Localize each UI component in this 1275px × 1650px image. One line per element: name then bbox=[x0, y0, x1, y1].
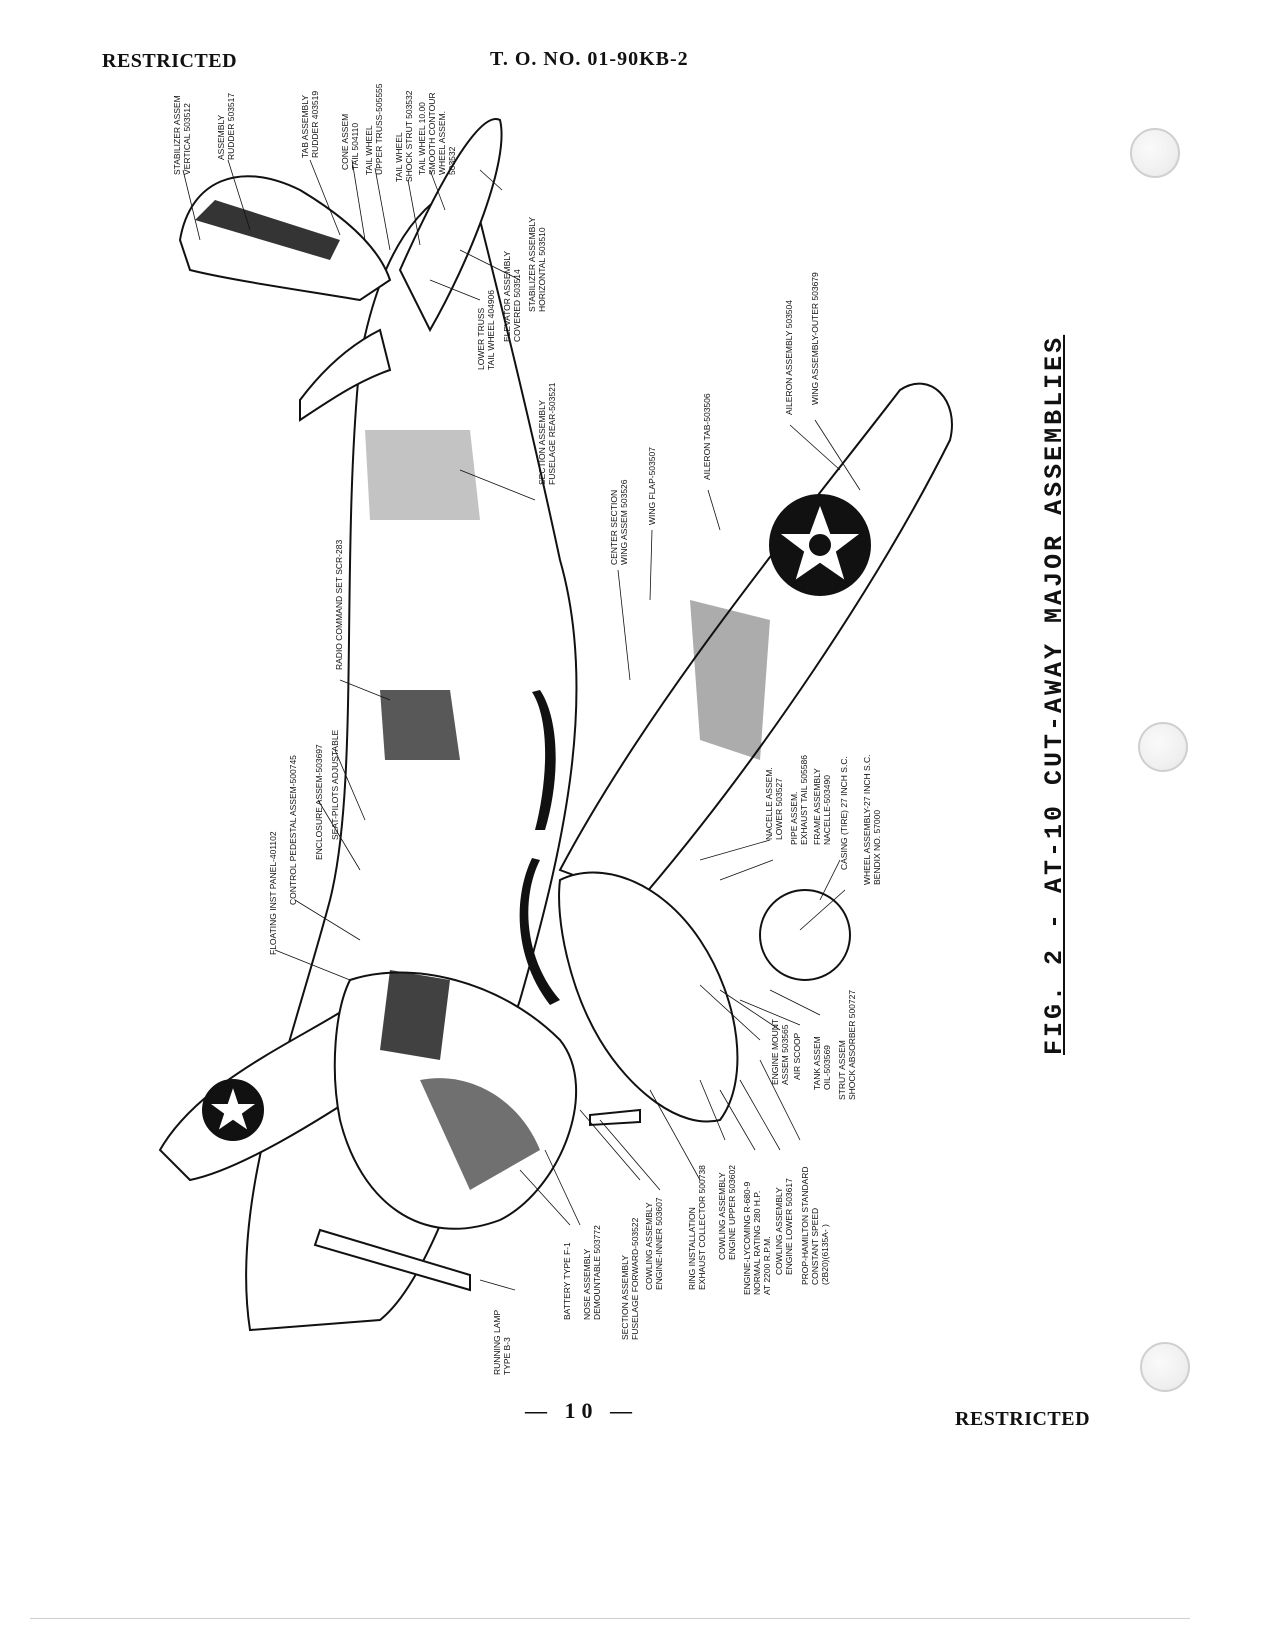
label-control-pedestal: CONTROL PEDESTAL ASSEM-500745 bbox=[288, 755, 298, 905]
horizontal-stabilizer bbox=[398, 118, 503, 333]
label-floating-inst-panel: FLOATING INST PANEL-401102 bbox=[268, 831, 278, 955]
label-tail-wheel-shock-strut: TAIL WHEELSHOCK STRUT 503532 bbox=[394, 90, 414, 182]
insignia-left-wing bbox=[202, 1079, 264, 1141]
scan-edge-line bbox=[30, 1618, 1190, 1619]
label-stabilizer-vertical: STABILIZER ASSEMVERTICAL 503512 bbox=[172, 95, 192, 175]
label-engine-mount: ENGINE MOUNTASSEM 503565 bbox=[770, 1019, 790, 1085]
label-center-section: CENTER SECTIONWING ASSEM 503526 bbox=[609, 479, 629, 565]
label-nose-assembly: NOSE ASSEMBLYDEMOUNTABLE 503772 bbox=[582, 1225, 602, 1320]
label-exhaust-tail-pipe: PIPE ASSEM.EXHAUST TAIL 505586 bbox=[789, 755, 809, 845]
label-aileron: AILERON ASSEMBLY 503504 bbox=[784, 300, 794, 415]
right-engine-nacelle bbox=[558, 871, 739, 1123]
label-fuselage-forward: SECTION ASSEMBLYFUSELAGE FORWARD-503522 bbox=[620, 1217, 640, 1340]
label-wing-outer: WING ASSEMBLY-OUTER 503679 bbox=[810, 272, 820, 405]
label-tank-oil: TANK ASSEMOIL-503569 bbox=[812, 1036, 832, 1090]
label-tail-cone: CONE ASSEMTAIL 504110 bbox=[340, 114, 360, 170]
main-wheel bbox=[759, 889, 851, 981]
binder-hole-top bbox=[1130, 128, 1180, 178]
horizontal-stabilizer-left bbox=[299, 328, 392, 422]
label-seat-pilots: SEAT-PILOTS ADJUSTABLE bbox=[330, 729, 340, 840]
label-tail-wheel-assem: TAIL WHEEL 10.00SMOOTH CONTOURWHEEL ASSE… bbox=[417, 93, 457, 175]
label-wheel-assembly: WHEEL ASSEMBLY-27 INCH S.C.BENDIX NO. 57… bbox=[862, 754, 882, 885]
binder-hole-bottom bbox=[1140, 1342, 1190, 1392]
label-fuselage-rear: SECTION ASSEMBLYFUSELAGE REAR-503521 bbox=[537, 382, 557, 485]
label-prop-hamilton: PROP-HAMILTON STANDARDCONSTANT SPEED(2B2… bbox=[800, 1166, 830, 1285]
page-number: — 10 — bbox=[525, 1398, 638, 1423]
label-radio-command-set: RADIO COMMAND SET SCR-283 bbox=[334, 540, 344, 670]
label-tail-wheel-upper-truss: TAIL WHEELUPPER TRUSS-505555 bbox=[364, 83, 384, 175]
label-elevator: ELEVATOR ASSEMBLYCOVERED 503514 bbox=[502, 251, 522, 342]
insignia-right-wing bbox=[769, 494, 871, 596]
label-battery: BATTERY TYPE F-1 bbox=[562, 1242, 572, 1320]
label-running-lamp: RUNNING LAMPTYPE B-3 bbox=[492, 1309, 512, 1375]
label-air-scoop: AIR SCOOP bbox=[792, 1032, 802, 1080]
label-stabilizer-horizontal: STABILIZER ASSEMBLYHORIZONTAL 503510 bbox=[527, 217, 547, 312]
label-lower-truss: LOWER TRUSSTAIL WHEEL 404906 bbox=[476, 290, 496, 370]
label-cowling-upper: COWLING ASSEMBLYENGINE UPPER 503602 bbox=[717, 1165, 737, 1260]
figure-caption: FIG. 2 - AT-10 CUT-AWAY MAJOR ASSEMBLIES bbox=[1040, 334, 1069, 1055]
label-rudder: ASSEMBLYRUDDER 503517 bbox=[216, 93, 236, 160]
label-cowling-inner: COWLING ASSEMBLYENGINE-INNER 503607 bbox=[644, 1197, 664, 1290]
label-wing-flap: WING FLAP-503507 bbox=[647, 447, 657, 525]
label-enclosure: ENCLOSURE ASSEM-503697 bbox=[314, 744, 324, 860]
label-aileron-tab: AILERON TAB-503506 bbox=[702, 393, 712, 480]
label-nacelle-lower: NACELLE ASSEM.LOWER 503527 bbox=[764, 767, 784, 840]
label-cowling-lower: COWLING ASSEMBLYENGINE LOWER 503617 bbox=[774, 1178, 794, 1275]
footer-restricted: RESTRICTED bbox=[955, 1408, 1091, 1430]
label-engine-lycoming: ENGINE-LYCOMING R-680-9NORMAL RATING 280… bbox=[742, 1182, 772, 1295]
label-ring-installation: RING INSTALLATIONEXHAUST COLLECTOR 50073… bbox=[687, 1165, 707, 1290]
label-frame-nacelle: FRAME ASSEMBLYNACELLE-503490 bbox=[812, 768, 832, 845]
label-tab-rudder: TAB ASSEMBLYRUDDER 403519 bbox=[300, 91, 320, 158]
label-strut-shock-absorber: STRUT ASSEMSHOCK ABSORBER 500727 bbox=[837, 990, 857, 1100]
binder-hole-middle bbox=[1138, 722, 1188, 772]
left-propeller bbox=[313, 1228, 471, 1292]
header-restricted: RESTRICTED bbox=[102, 50, 238, 72]
label-casing-tire: CASING (TIRE) 27 INCH S.C. bbox=[839, 756, 849, 870]
right-propeller bbox=[589, 1108, 641, 1127]
header-tech-order-number: T. O. NO. 01-90KB-2 bbox=[490, 48, 689, 70]
